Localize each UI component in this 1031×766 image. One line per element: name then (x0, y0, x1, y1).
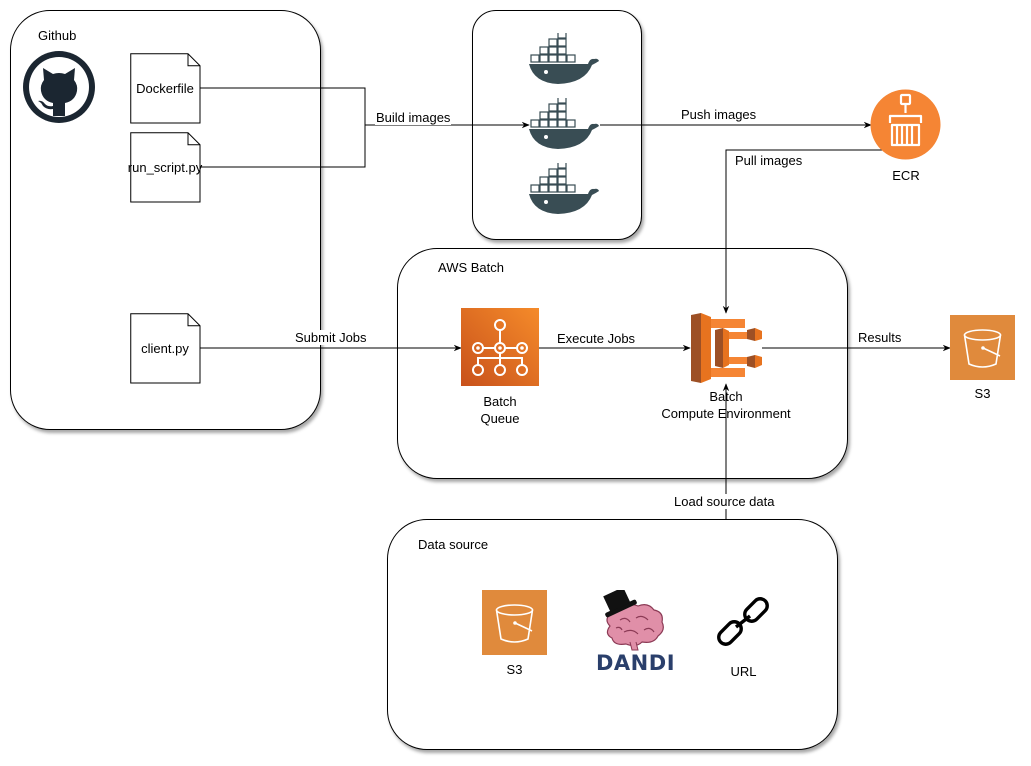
batch-queue-label-line1: Batch (483, 394, 517, 409)
dandi-wordmark: DANDI (596, 651, 676, 675)
s3-results-label: S3 (974, 386, 991, 401)
dockerfile-connector (200, 87, 366, 125)
pull-images-label: Pull images (734, 153, 804, 168)
dockerfile-label: Dockerfile (136, 80, 194, 96)
data-source-group-title: Data source (418, 537, 489, 552)
run-script-label: run_script.py (127, 159, 203, 175)
docker-image-icon (528, 31, 600, 85)
client-doc[interactable]: client.py (130, 313, 201, 384)
results-label: Results (857, 330, 903, 345)
aws-batch-group-title: AWS Batch (438, 260, 504, 275)
link-icon (709, 589, 777, 655)
run-script-connector (200, 125, 366, 168)
client-label: client.py (141, 340, 189, 356)
compute-environment-label: Batch Compute Environment (640, 388, 812, 422)
s3-source-label: S3 (506, 662, 523, 677)
github-logo-icon (22, 50, 96, 124)
pull-images-arrow (722, 149, 905, 314)
s3-bucket-icon[interactable] (482, 590, 547, 655)
build-images-label: Build images (375, 110, 452, 125)
github-group-title: Github (38, 28, 77, 43)
compute-environment-icon[interactable] (689, 313, 763, 383)
batch-queue-icon[interactable] (461, 308, 539, 386)
run-script-doc[interactable]: run_script.py (128, 132, 202, 203)
ecr-label: ECR (892, 168, 920, 183)
batch-queue-label: Batch Queue (455, 393, 545, 427)
s3-bucket-icon[interactable] (950, 315, 1015, 380)
dockerfile-doc[interactable]: Dockerfile (130, 53, 201, 124)
url-label: URL (730, 664, 757, 679)
batch-queue-label-line2: Queue (480, 411, 520, 426)
submit-jobs-label: Submit Jobs (294, 330, 368, 345)
dandi-logo-icon (596, 587, 672, 652)
load-source-data-label: Load source data (673, 494, 776, 509)
compute-environment-label-line2: Compute Environment (661, 406, 791, 421)
ecr-icon[interactable] (870, 89, 941, 160)
execute-jobs-label: Execute Jobs (556, 331, 637, 346)
docker-image-icon (528, 161, 600, 215)
compute-environment-label-line1: Batch (709, 389, 743, 404)
push-images-label: Push images (680, 107, 758, 122)
